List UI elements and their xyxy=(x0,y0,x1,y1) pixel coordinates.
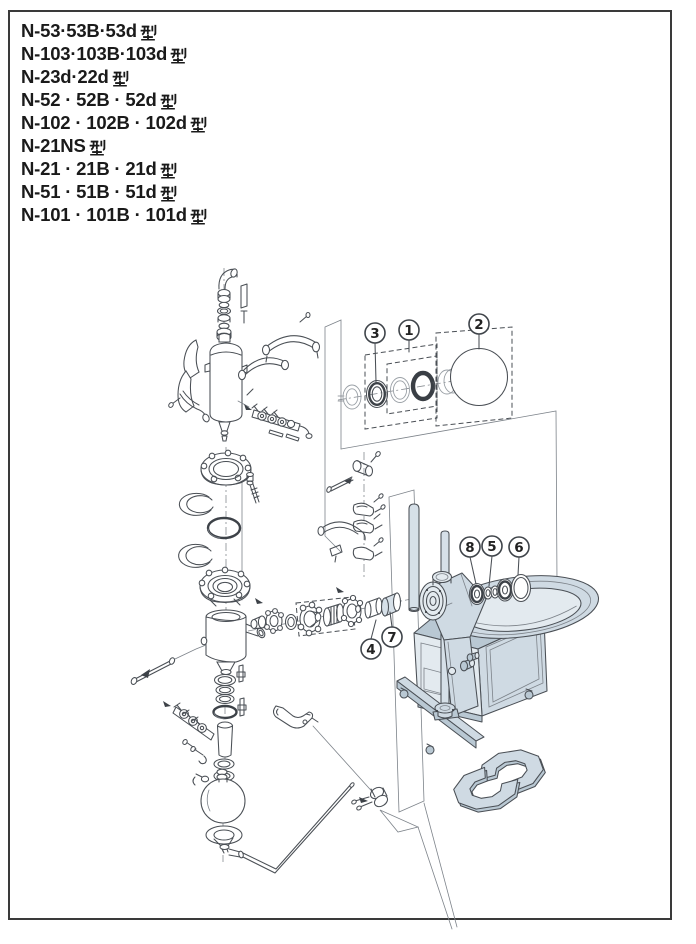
yoke-clamp xyxy=(272,705,319,729)
saddle-clamp xyxy=(352,537,384,561)
star-flange-large xyxy=(297,601,323,637)
model-text: N-21 · 21B · 21d xyxy=(21,158,157,179)
model-line: N-51 · 51B · 51d xyxy=(21,180,207,203)
control-knob xyxy=(466,651,480,662)
handle-tube-group xyxy=(237,311,321,396)
callout-2: 2 xyxy=(468,313,490,335)
shaded-sleeve xyxy=(380,592,402,617)
model-line: N-21 · 21B · 21d xyxy=(21,157,207,180)
kanji-kata-icon xyxy=(140,24,157,40)
grinder-head xyxy=(418,570,487,641)
caster-wheel xyxy=(399,687,409,699)
stand-rod-exploded xyxy=(408,503,420,613)
model-list: N-53·53B·53d N-103·103B·103d N-23d·22d N… xyxy=(21,19,207,226)
ball-part xyxy=(449,347,509,407)
svg-text:1: 1 xyxy=(404,323,413,339)
saddle-clamp xyxy=(352,493,386,517)
star-flange-small xyxy=(264,608,284,634)
model-text: N-102 · 102B · 102d xyxy=(21,112,187,133)
base-frame xyxy=(396,676,534,755)
cylinder-assembly xyxy=(130,609,266,685)
flange-bolt xyxy=(246,471,260,504)
caster-wheel xyxy=(425,743,435,755)
page-border-frame xyxy=(8,10,672,920)
svg-text:3: 3 xyxy=(370,326,379,342)
c-plate-pair xyxy=(453,749,546,813)
flange-stack xyxy=(178,449,260,607)
saddle-clamp xyxy=(352,513,383,534)
floating-seal-rings xyxy=(468,573,532,606)
kanji-kata-icon xyxy=(112,70,128,86)
callout-1: 1 xyxy=(398,319,420,341)
tank-assembly xyxy=(168,332,248,442)
svg-text:6: 6 xyxy=(514,540,523,556)
callout-lines xyxy=(370,333,520,640)
kanji-kata-icon xyxy=(170,47,187,63)
model-line: N-101 · 101B · 101d xyxy=(21,203,207,226)
callout-3: 3 xyxy=(364,322,386,344)
rod-socket xyxy=(432,702,460,721)
svg-text:5: 5 xyxy=(487,539,496,555)
machine-body xyxy=(396,530,600,755)
kanji-kata-icon xyxy=(160,162,176,178)
kanji-kata-icon xyxy=(160,93,176,109)
pipe-end-fitting xyxy=(351,786,389,811)
model-line: N-21NS xyxy=(21,134,207,157)
model-text: N-51 · 51B · 51d xyxy=(21,181,157,202)
lower-valve-manifold xyxy=(163,701,215,765)
model-line: N-102 · 102B · 102d xyxy=(21,111,207,134)
model-line: N-53·53B·53d xyxy=(21,19,207,42)
drain-pipe xyxy=(242,782,389,874)
long-anchor-screw xyxy=(130,644,207,685)
front-column xyxy=(443,636,480,717)
float-ball-assembly xyxy=(192,768,246,859)
callout-7: 7 xyxy=(381,626,403,648)
clamp-stack xyxy=(317,451,386,563)
svg-text:8: 8 xyxy=(465,540,474,556)
ribbed-sleeve xyxy=(322,603,345,627)
drain-ring-stack xyxy=(212,661,247,782)
model-line: N-52 · 52B · 52d xyxy=(21,88,207,111)
model-line: N-103·103B·103d xyxy=(21,42,207,65)
callout-5: 5 xyxy=(481,535,503,557)
model-text: N-52 · 52B · 52d xyxy=(21,89,157,110)
svg-text:7: 7 xyxy=(387,630,396,646)
kanji-kata-icon xyxy=(160,185,176,201)
model-text: N-103·103B·103d xyxy=(21,43,168,64)
svg-text:2: 2 xyxy=(474,317,483,333)
svg-text:4: 4 xyxy=(366,642,375,658)
star-flange-mid xyxy=(340,594,364,628)
model-text: N-101 · 101B · 101d xyxy=(21,204,187,225)
gasket-ring-group xyxy=(337,326,513,430)
caster-wheel xyxy=(524,688,534,700)
model-line: N-23d·22d xyxy=(21,65,207,88)
model-text: N-23d·22d xyxy=(21,66,109,87)
kanji-kata-icon xyxy=(89,139,105,155)
model-text: N-53·53B·53d xyxy=(21,20,137,41)
round-button xyxy=(447,666,457,676)
upper-valve-manifold xyxy=(237,400,313,442)
shaft-assembly xyxy=(250,587,402,637)
c-plate xyxy=(453,766,519,810)
kanji-kata-icon xyxy=(190,116,207,132)
callout-8: 8 xyxy=(459,536,481,558)
callout-4: 4 xyxy=(360,638,382,660)
plain-sleeve xyxy=(364,597,383,619)
kanji-kata-icon xyxy=(190,208,207,224)
callout-6: 6 xyxy=(508,536,530,558)
top-pipe-fitting-stack xyxy=(216,268,248,342)
model-text: N-21NS xyxy=(21,135,86,156)
